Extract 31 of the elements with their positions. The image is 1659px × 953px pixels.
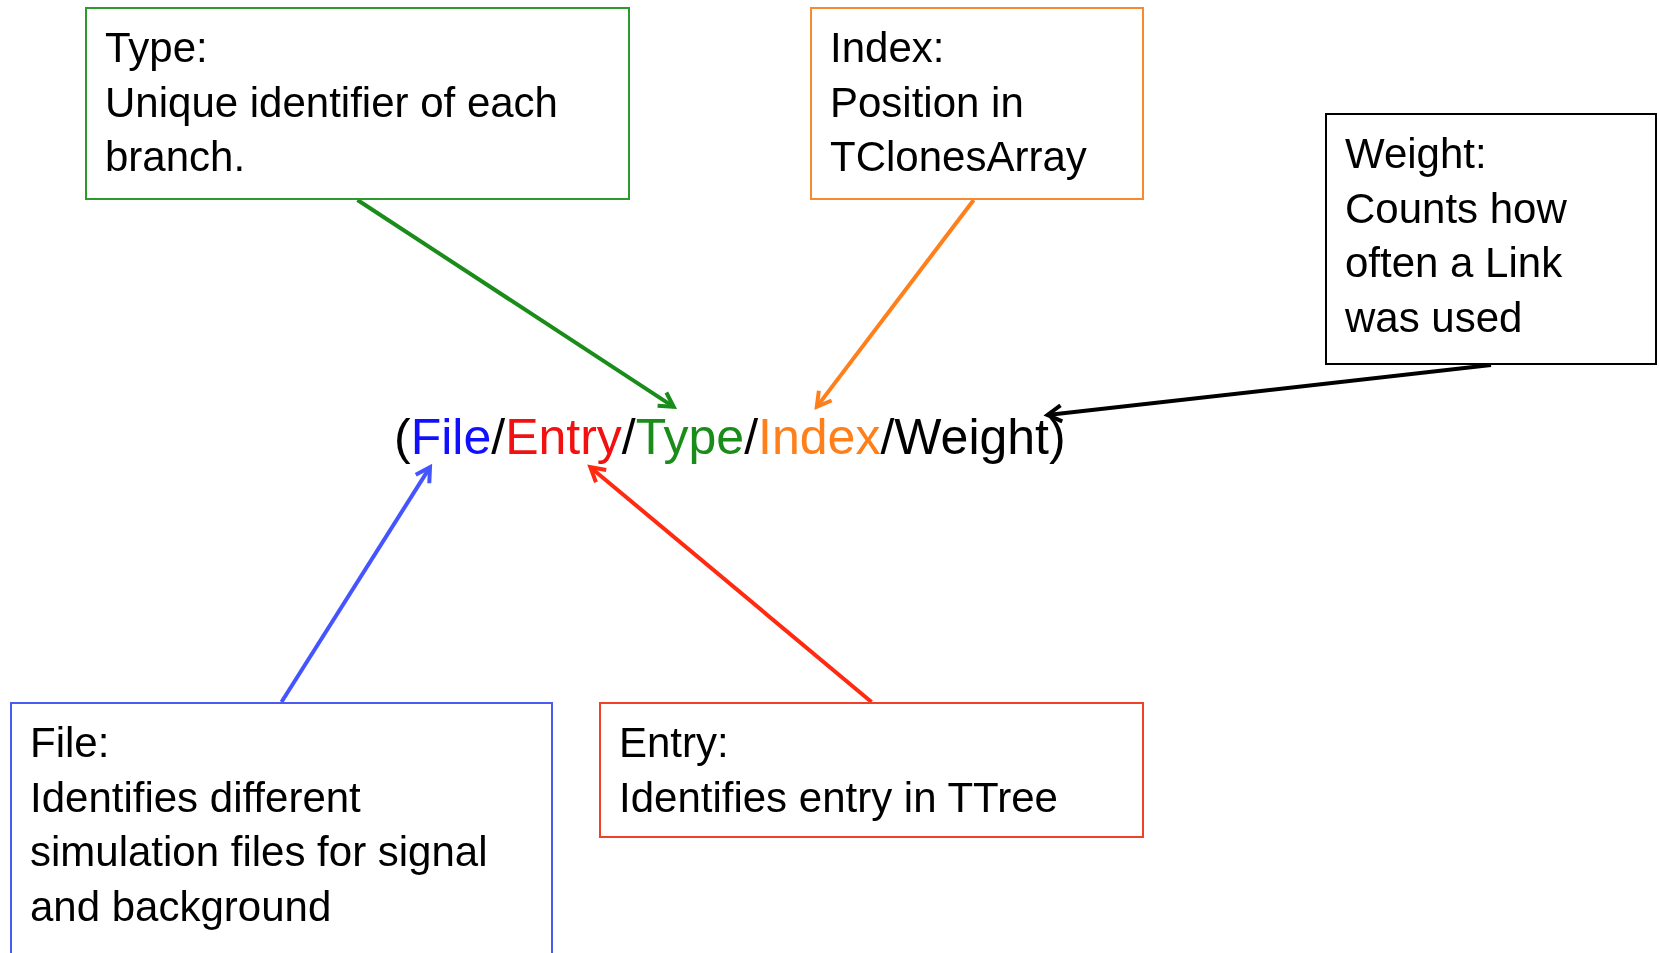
arrow: [356, 198, 676, 409]
annotation-box: [85, 7, 630, 200]
formula-symbol: ): [1049, 408, 1066, 466]
formula-symbol: /: [491, 408, 506, 466]
annotation-box: [1325, 113, 1657, 365]
box-heading: Index:: [830, 23, 946, 73]
annotation-box: [599, 702, 1144, 838]
formula-term: Entry: [505, 408, 622, 466]
formula-term: Weight: [894, 408, 1049, 466]
arrow: [588, 465, 873, 704]
arrow: [814, 198, 976, 409]
box-heading: File:: [30, 718, 111, 768]
box-description: Unique identifier of each branch.: [105, 77, 559, 183]
formula-symbol: /: [621, 408, 636, 466]
box-heading: Type:: [105, 23, 209, 73]
formula-term: File: [410, 408, 492, 466]
box-heading: Weight:: [1345, 129, 1488, 179]
formula-term: Type: [635, 408, 745, 466]
annotation-box: [10, 702, 553, 953]
annotation-box: [810, 7, 1144, 200]
arrow: [279, 465, 432, 704]
formula-symbol: /: [744, 408, 759, 466]
box-description: Position in TClonesArray: [830, 77, 1088, 183]
formula-term: Index: [758, 408, 881, 466]
box-description: Counts how often a Link was used: [1345, 183, 1568, 343]
box-description: Identifies entry in TTree: [619, 772, 1059, 823]
arrow: [1045, 363, 1492, 424]
formula-symbol: /: [880, 408, 895, 466]
box-description: Identifies different simulation files for signal and background: [30, 772, 489, 932]
box-heading: Entry:: [619, 718, 730, 768]
formula-symbol: (: [394, 408, 411, 466]
